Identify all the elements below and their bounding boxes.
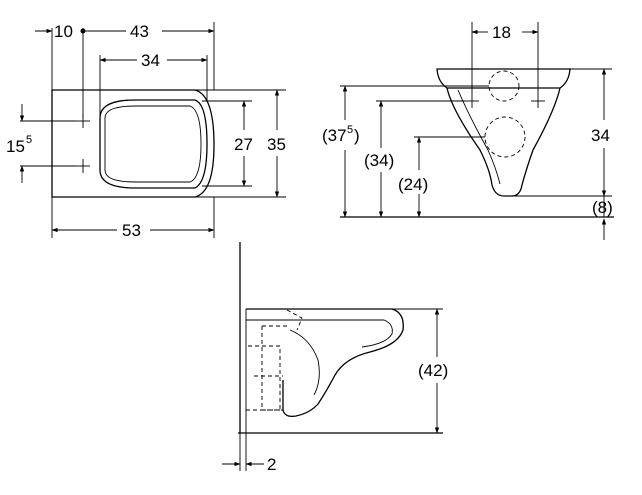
fixing-hole-lower [76,159,90,173]
dim-holes-to-front: 43 [130,22,149,41]
seat-outline-top [99,99,208,189]
fixing-mark-right [531,94,545,108]
side-view: (42) 2 [222,242,448,474]
front-view: 18 34 (37 5 ) (34) (24) (8) [322,22,614,240]
dim-hole-spacing: 15 [6,137,25,156]
dim-height-lower: (24) [398,175,428,194]
dim-seat-width: 34 [141,51,160,70]
dim-hole-spacing-sup: 5 [26,134,32,146]
bowl-body-front [446,87,561,197]
pipe-outline-upper [488,70,520,102]
dim-wall-gap: 2 [267,455,276,474]
pipe-outline-lower [484,116,526,158]
dim-height-total: (37 [322,126,347,145]
hidden-lines-side [248,309,303,411]
dim-height-total-close: ) [354,126,360,145]
dim-floor-gap: (8) [592,198,613,217]
fixing-mark-left [465,94,479,108]
dim-outer-width: 35 [267,135,286,154]
dim-hole-spacing-front: 18 [492,23,511,42]
dim-height-rim: 34 [591,126,610,145]
top-view: 10 43 34 53 15 5 27 35 [6,22,286,240]
dim-rear-to-holes: 10 [54,22,73,41]
dim-inner-width: 27 [234,135,253,154]
bowl-rim-front [436,68,571,89]
dim-height-total-sup: 5 [347,124,353,136]
bowl-outline-side [246,308,404,418]
dim-height-holes: (34) [364,151,394,170]
bowl-outline-top [51,89,215,198]
dim-overall-length: 53 [122,221,141,240]
dim-height-side: (42) [418,361,448,380]
